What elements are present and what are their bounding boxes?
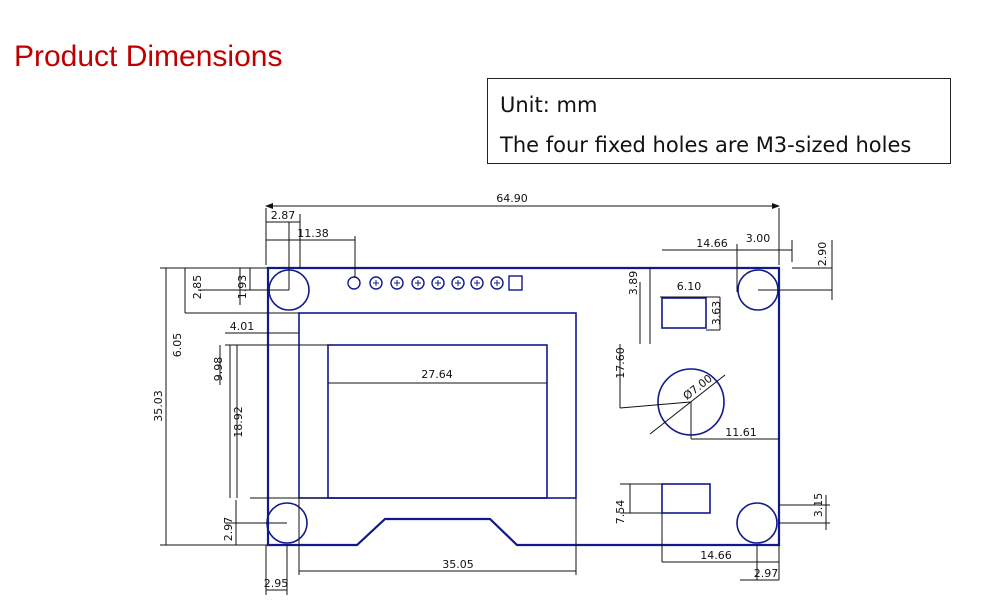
notes-box: Unit: mm The four fixed holes are M3-siz… — [487, 78, 951, 164]
dim-frame-offset-x: 4.01 — [230, 320, 255, 333]
dim-screen-offset-y: 9.98 — [212, 357, 225, 382]
dim-frame-offset-y: 6.05 — [171, 333, 184, 358]
dim-bottom-left-hole-y: 2.97 — [222, 517, 235, 542]
dimension-lines — [160, 203, 833, 595]
mount-hole-bottom-right — [736, 502, 778, 544]
dim-comp-width: 6.10 — [677, 280, 702, 293]
dim-hole-x-offset: 2.87 — [271, 209, 296, 222]
dim-total-height: 35.03 — [152, 390, 165, 422]
dim-bottom-right-hole-x: 2.97 — [754, 567, 779, 580]
pin-header — [347, 275, 523, 291]
dim-bottom-right-edge: 14.66 — [700, 549, 732, 562]
page-title: Product Dimensions — [14, 40, 283, 73]
board-outline — [266, 266, 781, 547]
dimension-labels: 64.90 2.87 11.38 14.66 3.00 2.90 2.85 1.… — [152, 192, 829, 590]
dim-lower-comp-height: 7.54 — [614, 500, 627, 525]
unit-note: Unit: mm — [500, 93, 598, 117]
dim-bottom-left-hole-x: 2.95 — [264, 577, 289, 590]
component-upper — [661, 297, 707, 329]
dim-left-hole-y2: 1.93 — [236, 275, 249, 300]
dim-comp-height: 3.63 — [710, 301, 723, 326]
dim-screen-width: 27.64 — [421, 368, 453, 381]
dim-width: 64.90 — [496, 192, 528, 205]
dim-frame-width: 35.05 — [442, 558, 474, 571]
screen-area — [327, 344, 548, 499]
dim-center-x: 11.61 — [725, 426, 757, 439]
dim-top-right-hole-y: 2.90 — [816, 242, 829, 267]
display-frame — [298, 312, 577, 499]
component-lower — [661, 483, 711, 514]
dim-right-hole-edge: 14.66 — [696, 237, 728, 250]
holes-note: The four fixed holes are M3-sized holes — [500, 133, 912, 157]
dim-vertical-17: 17.60 — [614, 347, 627, 379]
dim-right-hole-offset: 3.00 — [746, 232, 771, 245]
dim-upper-gap: 3.89 — [627, 271, 640, 296]
dim-header-offset: 11.38 — [297, 227, 329, 240]
dim-left-hole-y: 2.85 — [191, 275, 204, 300]
dim-screen-height: 18.92 — [232, 406, 245, 438]
dim-bottom-right-hole-y: 3.15 — [812, 493, 825, 518]
